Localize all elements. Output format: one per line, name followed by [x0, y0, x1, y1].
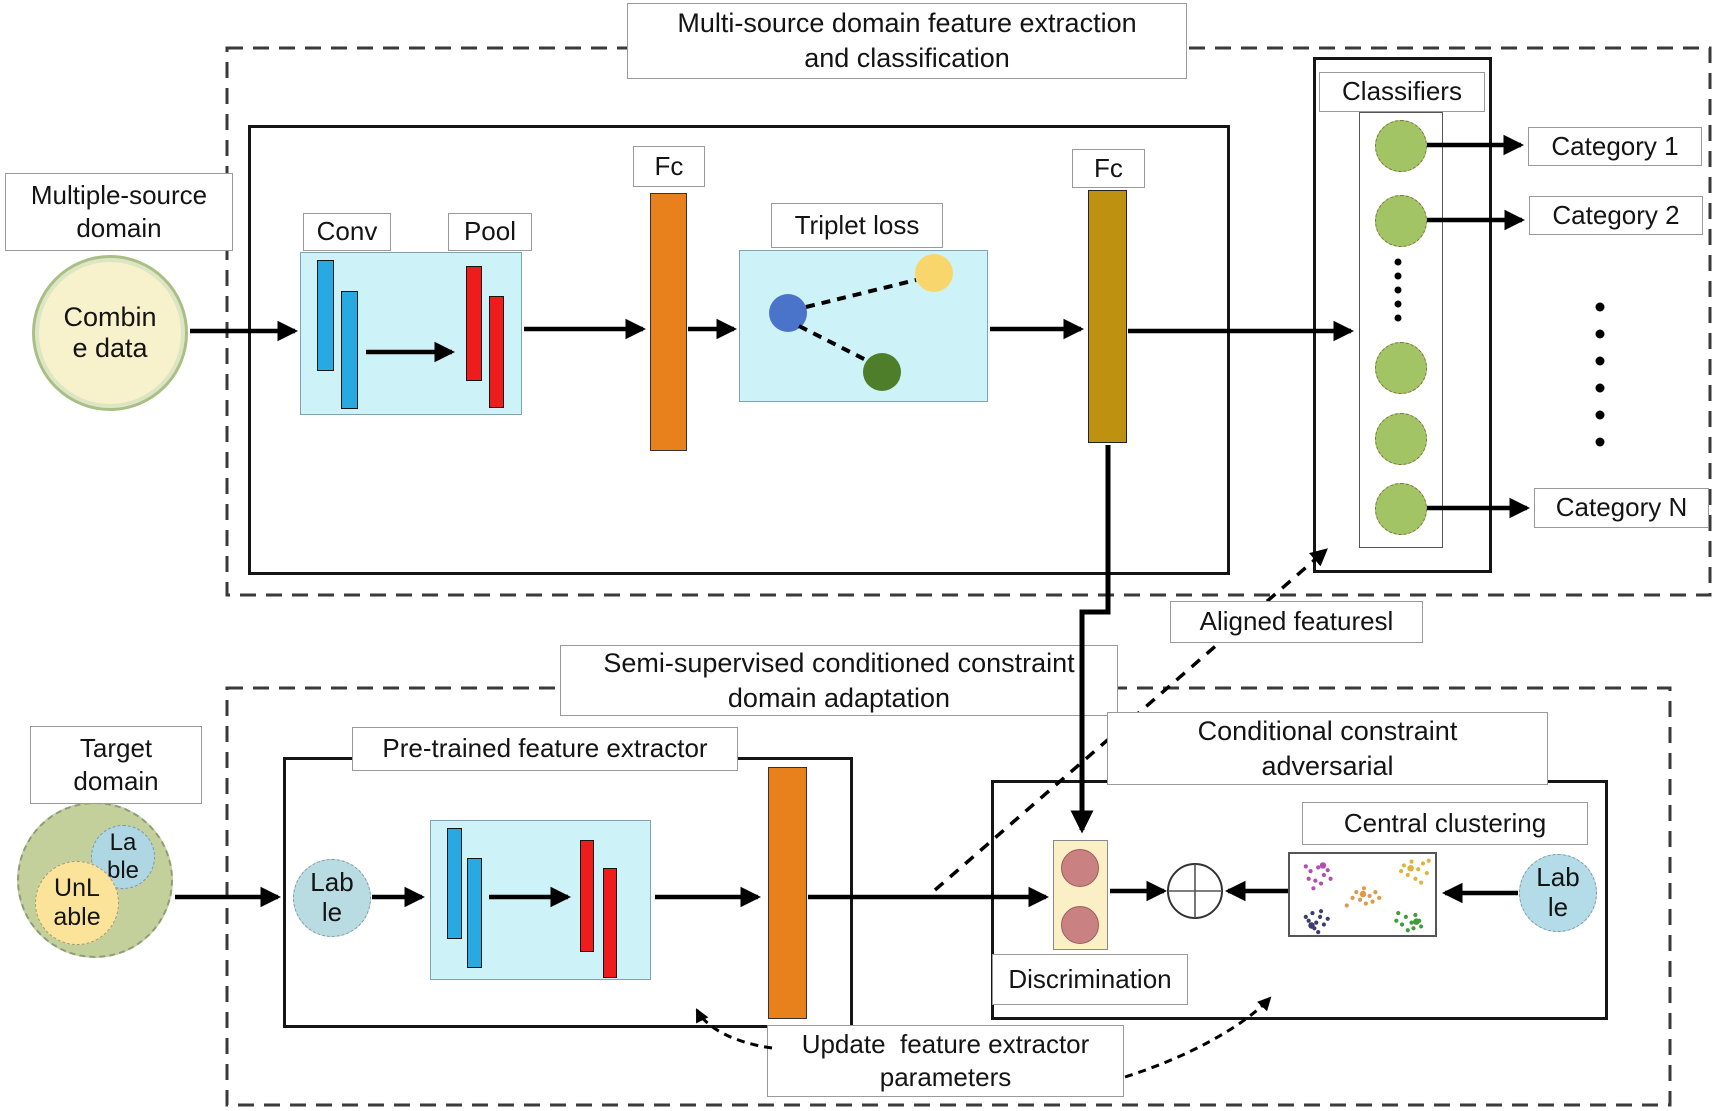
- category-1-label: Category 1: [1528, 127, 1702, 166]
- top-section-title: Multi-source domain feature extraction a…: [627, 3, 1187, 79]
- conv-layer-bar: [317, 260, 334, 371]
- category-n-label: Category N: [1534, 488, 1709, 528]
- classifier-node: [1375, 195, 1427, 247]
- update-parameters-label: Update feature extractor parameters: [767, 1025, 1124, 1097]
- pool-label: Pool: [448, 213, 532, 251]
- lable-input-circle: Lab le: [293, 859, 371, 937]
- multiple-source-domain-label: Multiple-source domain: [5, 173, 233, 251]
- bottom-section-title: Semi-supervised conditioned constraint d…: [560, 645, 1118, 716]
- adversarial-label: Conditional constraint adversarial: [1107, 712, 1548, 785]
- classifier-node: [1375, 413, 1427, 465]
- discrimination-label: Discrimination: [992, 954, 1188, 1005]
- central-clustering-label: Central clustering: [1302, 802, 1588, 845]
- pretrained-fc-bar: [768, 767, 807, 1019]
- classifier-node: [1375, 483, 1427, 535]
- category-ellipsis-dots: [1595, 302, 1605, 447]
- fc2-bar: [1088, 190, 1127, 443]
- conv-layer-bar: [447, 828, 462, 939]
- conv-layer-bar: [467, 858, 482, 968]
- pool-layer-bar: [603, 868, 617, 978]
- category-2-label: Category 2: [1529, 196, 1703, 235]
- aligned-features-label: Aligned featuresl: [1170, 601, 1423, 643]
- pretrained-conv-block: [430, 820, 651, 980]
- conv-label: Conv: [303, 213, 391, 251]
- triplet-positive-dot: [915, 254, 953, 292]
- discriminator-node: [1061, 906, 1099, 944]
- discriminator-node: [1061, 849, 1099, 887]
- combine-data-circle: Combin e data: [32, 255, 188, 411]
- classifier-node: [1375, 120, 1427, 172]
- lable-clustering-circle: Lab le: [1519, 854, 1597, 932]
- triplet-negative-dot: [863, 353, 901, 391]
- scatter-svg: [1303, 858, 1431, 935]
- fc1-label: Fc: [633, 146, 705, 187]
- pretrained-extractor-label: Pre-trained feature extractor: [352, 727, 738, 771]
- classifier-node: [1375, 342, 1427, 394]
- classifier-column: [1359, 112, 1443, 548]
- triplet-loss-label: Triplet loss: [771, 203, 943, 248]
- target-unlabeled-circle: UnL able: [35, 861, 119, 945]
- fc2-label: Fc: [1072, 149, 1145, 188]
- conv-layer-bar: [341, 291, 358, 409]
- pool-layer-bar: [580, 840, 594, 952]
- triplet-anchor-dot: [769, 294, 807, 332]
- pool-layer-bar: [489, 296, 504, 408]
- fc1-bar: [650, 193, 687, 451]
- classifiers-label: Classifiers: [1319, 72, 1485, 112]
- pool-layer-bar: [466, 266, 482, 381]
- target-domain-label: Target domain: [30, 726, 202, 804]
- cluster-scatter: [1288, 852, 1437, 937]
